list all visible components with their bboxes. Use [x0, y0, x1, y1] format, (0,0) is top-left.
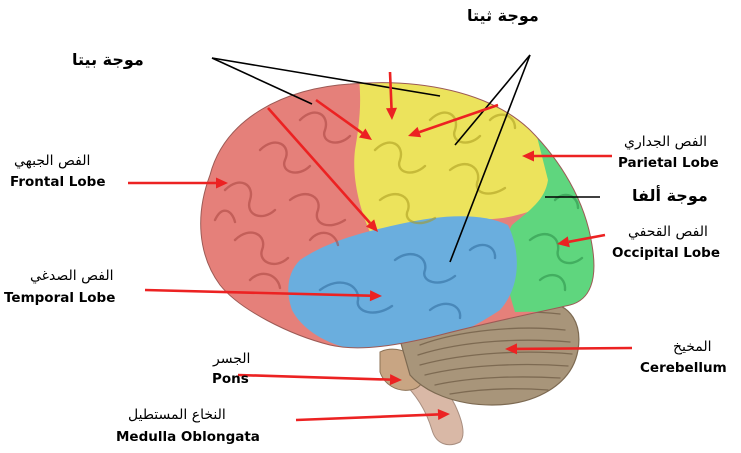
temporal-lobe-english: Temporal Lobe	[4, 292, 115, 306]
alpha-wave-label: موجة ألفا	[632, 188, 708, 204]
parietal-lobe-shape	[354, 70, 549, 232]
medulla-english: Medulla Oblongata	[116, 431, 260, 445]
medulla-arabic: النخاع المستطيل	[128, 408, 226, 422]
parietal-lobe-english: Parietal Lobe	[618, 157, 719, 171]
pons-english: Pons	[212, 373, 249, 387]
occipital-lobe-arabic: الفص القحفي	[628, 225, 708, 239]
frontal-lobe-arabic: الفص الجبهي	[14, 154, 90, 168]
temporal-lobe-arabic: الفص الصدغي	[30, 269, 113, 283]
beta-wave-label: موجة بيتا	[72, 52, 144, 68]
cerebellum-english: Cerebellum	[640, 362, 727, 376]
pons-arrow	[238, 374, 402, 385]
pons-arabic: الجسر	[213, 352, 250, 366]
occipital-lobe-english: Occipital Lobe	[612, 247, 720, 261]
theta-wave-label: موجة ثيتا	[467, 8, 539, 24]
frontal-lobe-english: Frontal Lobe	[10, 176, 106, 190]
parietal-lobe-arabic: الفص الجداري	[624, 135, 707, 149]
cerebellum-arabic: المخيخ	[673, 340, 712, 354]
